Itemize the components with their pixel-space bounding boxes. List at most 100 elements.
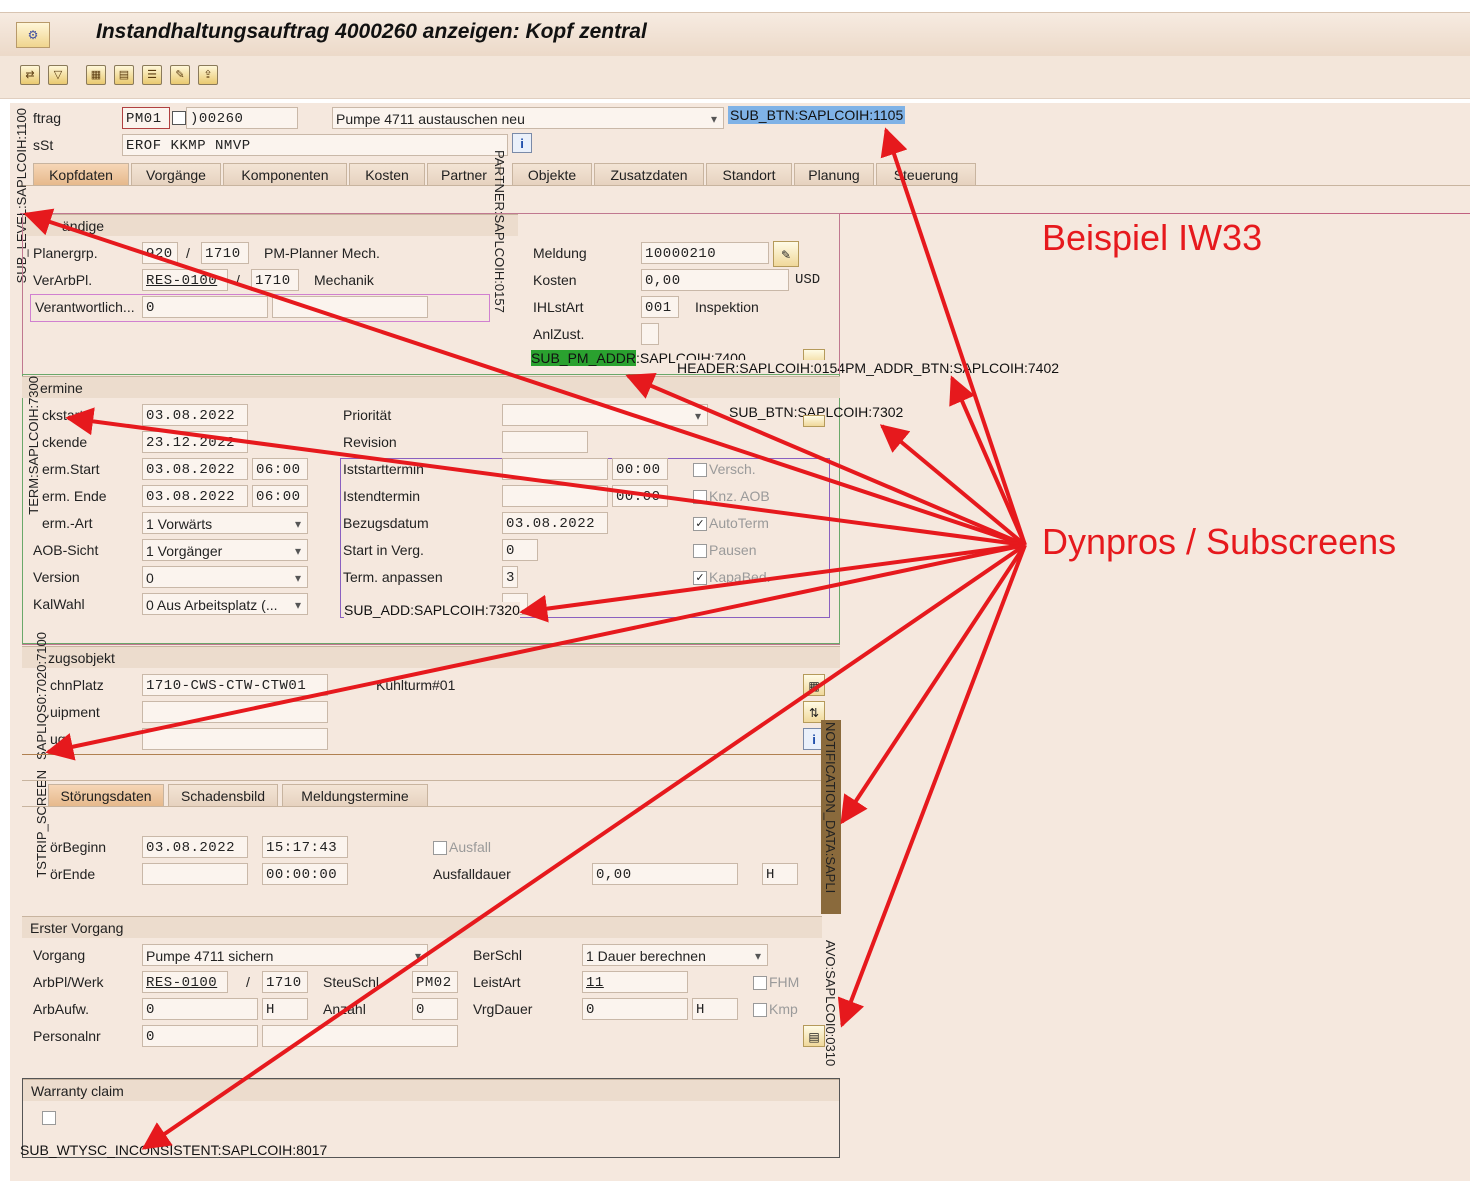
hierarchy-icon[interactable]: ▦ (86, 65, 106, 85)
kmp-checkbox[interactable] (753, 1003, 767, 1017)
kalwahl-dropdown[interactable]: 0 Aus Arbeitsplatz (... (142, 593, 308, 615)
info-icon[interactable]: i (512, 133, 532, 153)
avo-annotation: AVO:SAPLCOI0:0310 (823, 940, 838, 1067)
arbaufw-unit-field[interactable]: H (262, 998, 308, 1020)
startverg-field[interactable]: 0 (502, 539, 538, 561)
anlzust-field[interactable] (641, 323, 659, 345)
arbaufw-field[interactable]: 0 (142, 998, 258, 1020)
arrow-iloa (45, 543, 1026, 761)
fhm-checkbox[interactable] (753, 976, 767, 990)
autoterm-checkbox[interactable]: ✓ (693, 517, 707, 531)
structure-icon[interactable]: ⇅ (803, 701, 825, 723)
version-dropdown[interactable]: 0 (142, 566, 308, 588)
arrow-sub-wtysc (141, 543, 1027, 1150)
meldung-field[interactable]: 10000210 (641, 242, 769, 264)
termstart-date-field[interactable]: 03.08.2022 (142, 458, 248, 480)
arrow-sub-btn-7302 (879, 424, 1027, 547)
structure-icon[interactable]: ▤ (114, 65, 134, 85)
termine-button[interactable] (803, 415, 825, 427)
aobsicht-label: AOB-Sicht (33, 542, 99, 558)
startverg-label: Start in Verg. (343, 542, 424, 558)
separator: / (186, 245, 190, 261)
tab-stoerungsdaten[interactable]: Störungsdaten (48, 784, 164, 806)
termende-time-field[interactable]: 06:00 (252, 485, 308, 507)
vorgang-group-title: Erster Vorgang (22, 916, 822, 938)
operation-icon[interactable]: ▤ (803, 1025, 825, 1047)
revision-field[interactable] (502, 431, 588, 453)
vorgang-field[interactable]: Pumpe 4711 sichern (142, 944, 428, 966)
notification-annotation-bg (821, 720, 841, 914)
tab-zusatzdaten[interactable]: Zusatzdaten (594, 163, 704, 185)
prioritaet-label: Priorität (343, 407, 392, 423)
stoerende-date-field[interactable] (142, 863, 248, 885)
termende-date-field[interactable]: 03.08.2022 (142, 485, 248, 507)
arrow-sub-btn-1105 (880, 127, 1027, 546)
planergrp-werk-field[interactable]: 1710 (201, 242, 249, 264)
edit-icon[interactable]: ✎ (170, 65, 190, 85)
hierarchy-icon[interactable]: ▦ (803, 674, 825, 696)
leistart-field[interactable]: 11 (582, 971, 688, 993)
termart-dropdown[interactable]: 1 Vorwärts (142, 512, 308, 534)
arrow-eckstart (65, 407, 1026, 547)
tab-vorgaenge[interactable]: Vorgänge (131, 163, 221, 185)
pausen-label: Pausen (709, 542, 757, 558)
anzahl-field[interactable]: 0 (412, 998, 458, 1020)
tab-kosten[interactable]: Kosten (349, 163, 425, 185)
ausfalldauer-unit-field[interactable]: H (762, 863, 798, 885)
arbpl-werk-field[interactable]: 1710 (262, 971, 308, 993)
baugruppe-field[interactable] (142, 728, 328, 750)
pausen-checkbox[interactable] (693, 544, 707, 558)
steuschl-field[interactable]: PM02 (412, 971, 458, 993)
verantwortlich-subscreen (30, 294, 490, 322)
sub-btn-7302-annotation: SUB_BTN:SAPLCOIH:7302 (729, 404, 904, 420)
verarbpl-werk-field[interactable]: 1710 (251, 269, 299, 291)
tab-kopfdaten[interactable]: Kopfdaten (33, 163, 129, 185)
steuschl-label: SteuSchl (323, 974, 380, 990)
tab-standort[interactable]: Standort (706, 163, 792, 185)
verarbpl-text: Mechanik (314, 272, 374, 288)
kmp-label: Kmp (769, 1001, 798, 1017)
tab-objekte[interactable]: Objekte (512, 163, 592, 185)
export-icon[interactable]: ⇪ (198, 65, 218, 85)
kapabed-checkbox[interactable]: ✓ (693, 571, 707, 585)
tab-planung[interactable]: Planung (794, 163, 874, 185)
techplatz-field[interactable]: 1710-CWS-CTW-CTW01 (142, 674, 328, 696)
vrgdauer-field[interactable]: 0 (582, 998, 688, 1020)
filter-icon[interactable]: ▽ (48, 65, 68, 85)
eckstart-field[interactable]: 03.08.2022 (142, 404, 248, 426)
display-change-icon[interactable]: ⇄ (20, 65, 40, 85)
arbaufw-label: ArbAufw. (33, 1001, 90, 1017)
header-0154-text: HEADER:SAPLCOIH:0154 (677, 360, 846, 376)
tab-komponenten[interactable]: Komponenten (223, 163, 347, 185)
kurztext-field[interactable]: Pumpe 4711 austauschen neu (332, 107, 724, 129)
vrgdauer-unit-field[interactable]: H (692, 998, 738, 1020)
ausfall-checkbox[interactable] (433, 841, 447, 855)
termstart-time-field[interactable]: 06:00 (252, 458, 308, 480)
auftrag-nr-field[interactable]: )00260 (186, 107, 298, 129)
auftrag-label: ftrag (33, 110, 62, 126)
warranty-checkbox[interactable] (42, 1111, 56, 1125)
sub-add-annotation: SUB_ADD:SAPLCOIH:7320 (344, 602, 520, 618)
auftragsart-field[interactable]: PM01 (122, 107, 170, 129)
stoerbeginn-date-field[interactable]: 03.08.2022 (142, 836, 248, 858)
arrow-sub-pm-addr (625, 372, 1026, 547)
tab-meldungstermine[interactable]: Meldungstermine (282, 784, 428, 806)
ihlstart-field[interactable]: 001 (641, 296, 679, 318)
prioritaet-dropdown[interactable] (502, 404, 708, 426)
term-subscreen-frame (22, 374, 840, 644)
tab-partner[interactable]: Partner (427, 163, 501, 185)
termanpassen-field[interactable]: 3 (502, 566, 518, 588)
verantwortlich-field[interactable]: 0 (142, 296, 268, 318)
document-icon[interactable]: ☰ (142, 65, 162, 85)
versch-checkbox[interactable] (693, 463, 707, 477)
ausfalldauer-field[interactable]: 0,00 (592, 863, 738, 885)
personalnr-field[interactable]: 0 (142, 1025, 258, 1047)
stoerende-time-field[interactable]: 00:00:00 (262, 863, 348, 885)
stoerbeginn-time-field[interactable]: 15:17:43 (262, 836, 348, 858)
aobsicht-dropdown[interactable]: 1 Vorgänger (142, 539, 308, 561)
berschl-dropdown[interactable]: 1 Dauer berechnen (582, 944, 768, 966)
arbpl-field[interactable]: RES-0100 (142, 971, 228, 993)
tab-schadensbild[interactable]: Schadensbild (168, 784, 278, 806)
meldung-display-icon[interactable]: ✎ (773, 241, 799, 267)
bezugsdatum-field[interactable]: 03.08.2022 (502, 512, 608, 534)
